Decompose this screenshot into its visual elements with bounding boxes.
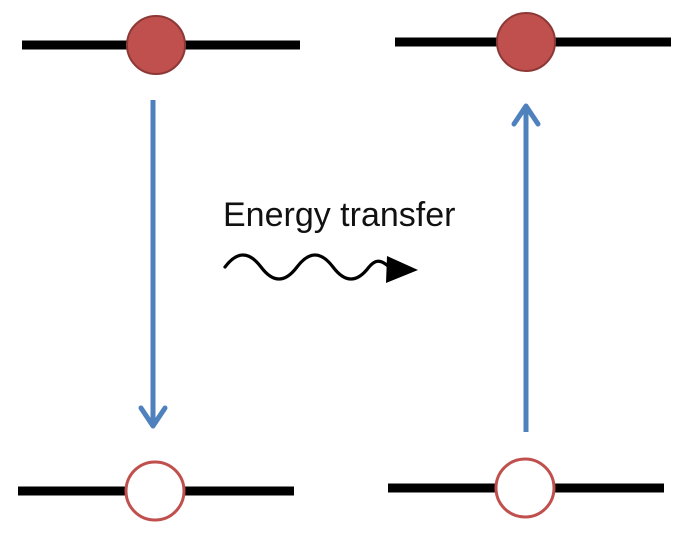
wavy-transfer-arrow — [223, 253, 390, 281]
acceptor-arrow-head — [511, 103, 541, 127]
acceptor-upper-filled-state — [496, 12, 556, 72]
donor-upper-filled-state — [126, 15, 186, 75]
donor-arrow-head — [138, 405, 168, 429]
acceptor-lower-empty-state — [494, 457, 556, 519]
donor-group — [18, 15, 300, 522]
wavy-transfer-arrowhead — [386, 256, 418, 283]
acceptor-group — [388, 12, 671, 519]
energy-transfer-label: Energy transfer — [223, 196, 455, 234]
donor-lower-empty-state — [124, 460, 186, 522]
